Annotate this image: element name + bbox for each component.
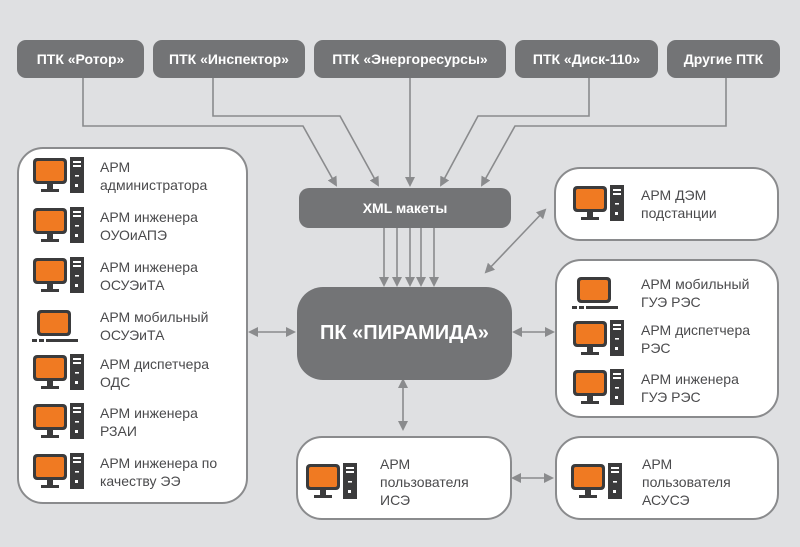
workstation-label: АРМ мобильный ОСУЭиТА [100,309,209,343]
laptop-icon [32,305,90,347]
workstation-label: АРМ диспетчера ОДС [100,356,210,390]
desktop-computer-icon [32,451,90,493]
source-rotor: ПТК «Ротор» [17,40,144,78]
desktop-computer-icon [305,461,363,503]
source-inspector: ПТК «Инспектор» [153,40,305,78]
workstation-item: АРМ мобильный ГУЭ РЭС [572,272,749,314]
workstation-label: АРМ инженера ГУЭ РЭС [641,371,739,405]
connector-inspector-xml [212,78,379,187]
connector-disk-xml [440,78,590,187]
desktop-computer-icon [572,318,630,360]
workstation-item: АРМ инженера ОСУЭиТА [32,255,198,297]
desktop-computer-icon [572,183,630,225]
desktop-computer-icon [570,461,628,503]
source-energoresursy-label: ПТК «Энергоресурсы» [332,51,488,67]
workstation-item: АРМ диспетчера РЭС [572,318,750,360]
piramida-core-label: ПК «ПИРАМИДА» [320,322,489,344]
desktop-computer-icon [32,205,90,247]
xml-layouts-node: XML макеты [299,188,511,228]
workstation-label: АРМ пользователя ИСЭ [380,456,469,508]
piramida-core-node: ПК «ПИРАМИДА» [297,287,512,380]
workstation-label: АРМ пользователя АСУСЭ [642,456,731,508]
source-disk-110: ПТК «Диск-110» [515,40,658,78]
workstation-label: АРМ инженера ОУОиАПЭ [100,209,198,243]
desktop-computer-icon [32,155,90,197]
connector-rotor-xml [82,78,337,187]
laptop-icon [572,272,630,314]
source-other: Другие ПТК [667,40,780,78]
workstation-item: АРМ инженера ГУЭ РЭС [572,367,739,409]
source-disk-110-label: ПТК «Диск-110» [532,51,641,67]
workstation-item: АРМ мобильный ОСУЭиТА [32,305,208,347]
workstation-item: АРМ пользователя ИСЭ [305,455,469,509]
workstation-item: АРМ инженера РЗАИ [32,401,198,443]
workstation-label: АРМ инженера по качеству ЭЭ [100,455,218,489]
workstation-item: АРМ ДЭМ подстанции [572,183,717,225]
source-energoresursy: ПТК «Энергоресурсы» [314,40,506,78]
source-other-label: Другие ПТК [683,51,764,67]
connector-core-dem [484,208,547,274]
workstation-label: АРМ инженера ОСУЭиТА [100,259,198,293]
workstation-label: АРМ диспетчера РЭС [641,322,751,356]
source-inspector-label: ПТК «Инспектор» [169,51,289,67]
workstation-item: АРМ пользователя АСУСЭ [570,455,731,509]
workstation-label: АРМ мобильный ГУЭ РЭС [641,276,750,310]
connector-other-xml [481,78,727,187]
dem-workstations-panel [554,167,779,241]
workstation-item: АРМ инженера ОУОиАПЭ [32,205,198,247]
desktop-computer-icon [32,401,90,443]
source-rotor-label: ПТК «Ротор» [36,51,125,67]
workstation-label: АРМ администратора [100,159,208,193]
workstation-item: АРМ инженера по качеству ЭЭ [32,451,217,493]
workstation-item: АРМ диспетчера ОДС [32,352,209,394]
workstation-item: АРМ администратора [32,155,207,197]
desktop-computer-icon [32,255,90,297]
workstation-label: АРМ ДЭМ подстанции [641,187,717,221]
desktop-computer-icon [32,352,90,394]
workstation-label: АРМ инженера РЗАИ [100,405,198,439]
desktop-computer-icon [572,367,630,409]
xml-layouts-label: XML макеты [362,200,448,216]
